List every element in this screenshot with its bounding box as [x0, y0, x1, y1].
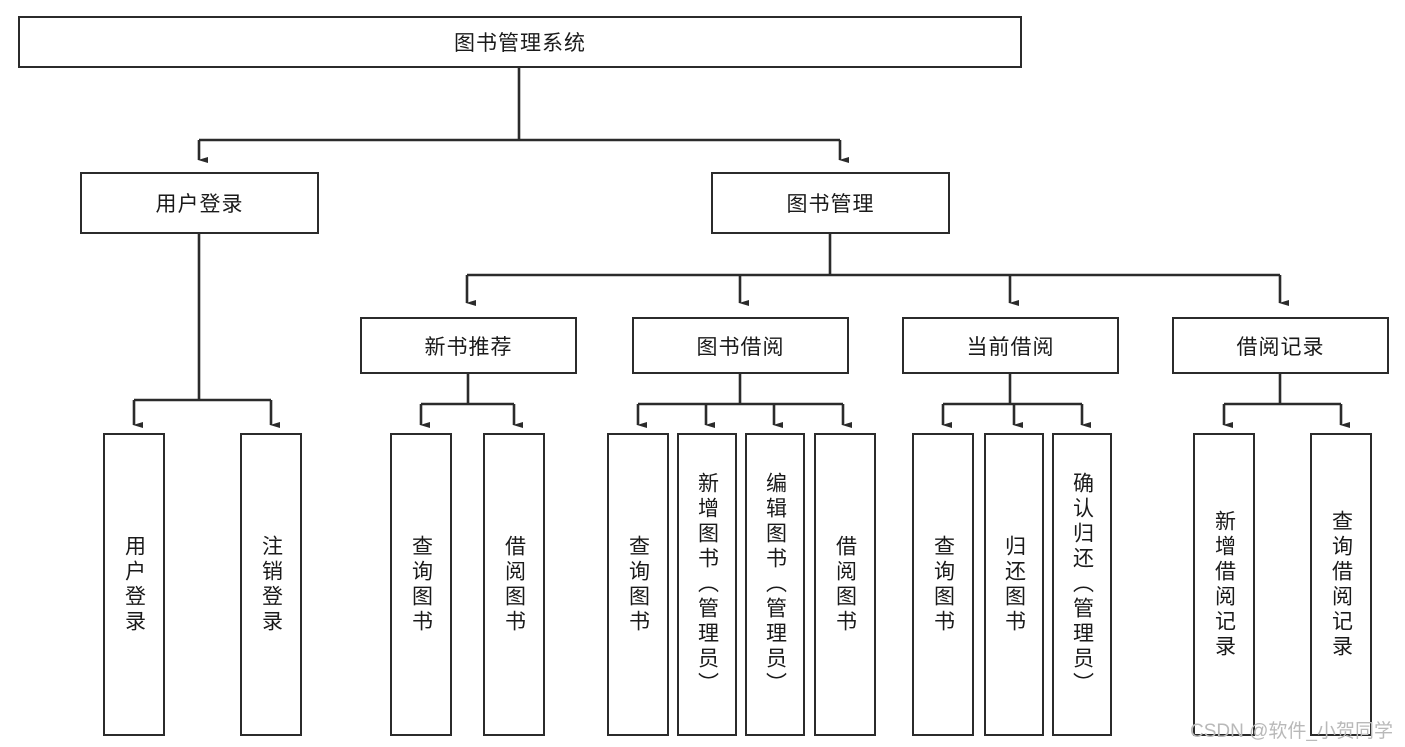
node-user-login[interactable]: 用户登录	[80, 172, 319, 234]
node-new-book-rec[interactable]: 新书推荐	[360, 317, 577, 374]
node-leaf-query-record[interactable]: 查询借阅记录	[1310, 433, 1372, 736]
node-book-manage[interactable]: 图书管理	[711, 172, 950, 234]
node-leaf-confirm-return-label: 确认归还（管理员）	[1070, 472, 1094, 697]
node-leaf-borrow-book-1-label: 借阅图书	[502, 534, 526, 635]
node-leaf-query-book-1[interactable]: 查询图书	[390, 433, 452, 736]
node-book-borrow-label: 图书借阅	[696, 335, 785, 359]
node-leaf-edit-book[interactable]: 编辑图书（管理员）	[745, 433, 805, 736]
node-leaf-return-book[interactable]: 归还图书	[984, 433, 1044, 736]
node-current-borrow-label: 当前借阅	[966, 335, 1055, 359]
node-root[interactable]: 图书管理系统	[18, 16, 1022, 68]
node-leaf-borrow-book-2-label: 借阅图书	[833, 534, 857, 635]
node-leaf-add-record[interactable]: 新增借阅记录	[1193, 433, 1255, 736]
node-leaf-borrow-book-2[interactable]: 借阅图书	[814, 433, 876, 736]
node-root-label: 图书管理系统	[454, 32, 586, 55]
node-leaf-edit-book-label: 编辑图书（管理员）	[763, 472, 787, 697]
node-leaf-return-book-label: 归还图书	[1002, 534, 1026, 635]
node-leaf-query-book-2-label: 查询图书	[626, 534, 650, 635]
node-book-borrow[interactable]: 图书借阅	[632, 317, 849, 374]
node-borrow-record[interactable]: 借阅记录	[1172, 317, 1389, 374]
node-user-login-label: 用户登录	[155, 193, 244, 216]
node-current-borrow[interactable]: 当前借阅	[902, 317, 1119, 374]
node-leaf-query-book-2[interactable]: 查询图书	[607, 433, 669, 736]
node-leaf-query-record-label: 查询借阅记录	[1329, 509, 1353, 660]
node-leaf-add-book[interactable]: 新增图书（管理员）	[677, 433, 737, 736]
node-leaf-borrow-book-1[interactable]: 借阅图书	[483, 433, 545, 736]
node-leaf-query-book-3-label: 查询图书	[931, 534, 955, 635]
node-leaf-add-record-label: 新增借阅记录	[1212, 509, 1236, 660]
node-borrow-record-label: 借阅记录	[1236, 335, 1325, 359]
node-leaf-logout[interactable]: 注销登录	[240, 433, 302, 736]
node-leaf-user-login-label: 用户登录	[122, 534, 146, 635]
node-leaf-query-book-3[interactable]: 查询图书	[912, 433, 974, 736]
node-new-book-rec-label: 新书推荐	[424, 335, 513, 359]
node-book-manage-label: 图书管理	[786, 193, 875, 216]
node-leaf-user-login[interactable]: 用户登录	[103, 433, 165, 736]
node-leaf-logout-label: 注销登录	[259, 534, 283, 635]
watermark-text: CSDN @软件_小贺同学	[1190, 721, 1393, 742]
node-leaf-add-book-label: 新增图书（管理员）	[695, 472, 719, 697]
node-leaf-confirm-return[interactable]: 确认归还（管理员）	[1052, 433, 1112, 736]
node-leaf-query-book-1-label: 查询图书	[409, 534, 433, 635]
